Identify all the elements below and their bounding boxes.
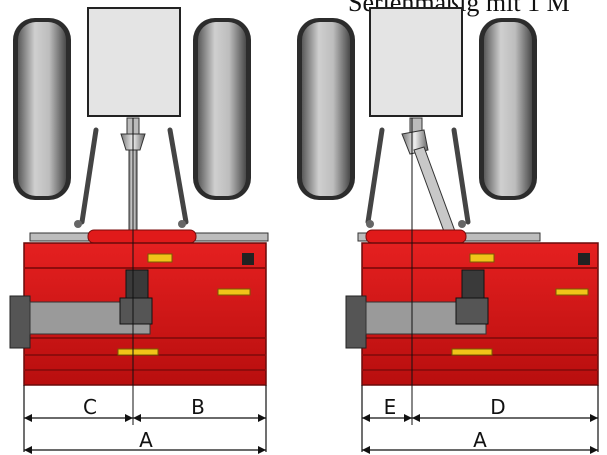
right-view-right-lower-link [451,127,471,225]
left-view-top-bar [29,220,269,244]
dimension-d: D [412,395,598,422]
dimension-b: B [133,395,266,422]
dimension-d-label: D [490,395,505,419]
dimension-a-left: A [24,428,266,454]
left-view-gearbox [119,253,173,325]
left-view-left-tyre [13,18,71,200]
left-view-right-lower-link [167,127,189,225]
dimension-a-right-label: A [473,428,487,452]
left-view-right-tyre [193,18,251,200]
right-view-top-bar [357,220,541,244]
dimension-c-label: C [83,395,97,419]
right-view-tractor-body [369,7,463,117]
dimension-a-left-label: A [139,428,153,452]
right-view-left-lower-link [365,127,385,225]
dimension-e-label: E [384,395,397,419]
left-view-left-lower-link [79,127,99,225]
left-view: C B A [9,7,269,454]
right-view-side-plate [345,295,367,349]
dimension-e: E [362,395,412,422]
right-view-left-tyre [297,18,355,200]
dimension-c: C [24,395,133,422]
right-view-right-tyre [479,18,537,200]
left-view-side-plate [9,295,31,349]
dimension-b-label: B [191,395,205,419]
right-view-gearbox [455,253,495,325]
left-view-tractor-body [87,7,181,117]
right-view: E D A [297,7,599,454]
dimension-a-right: A [362,428,598,454]
